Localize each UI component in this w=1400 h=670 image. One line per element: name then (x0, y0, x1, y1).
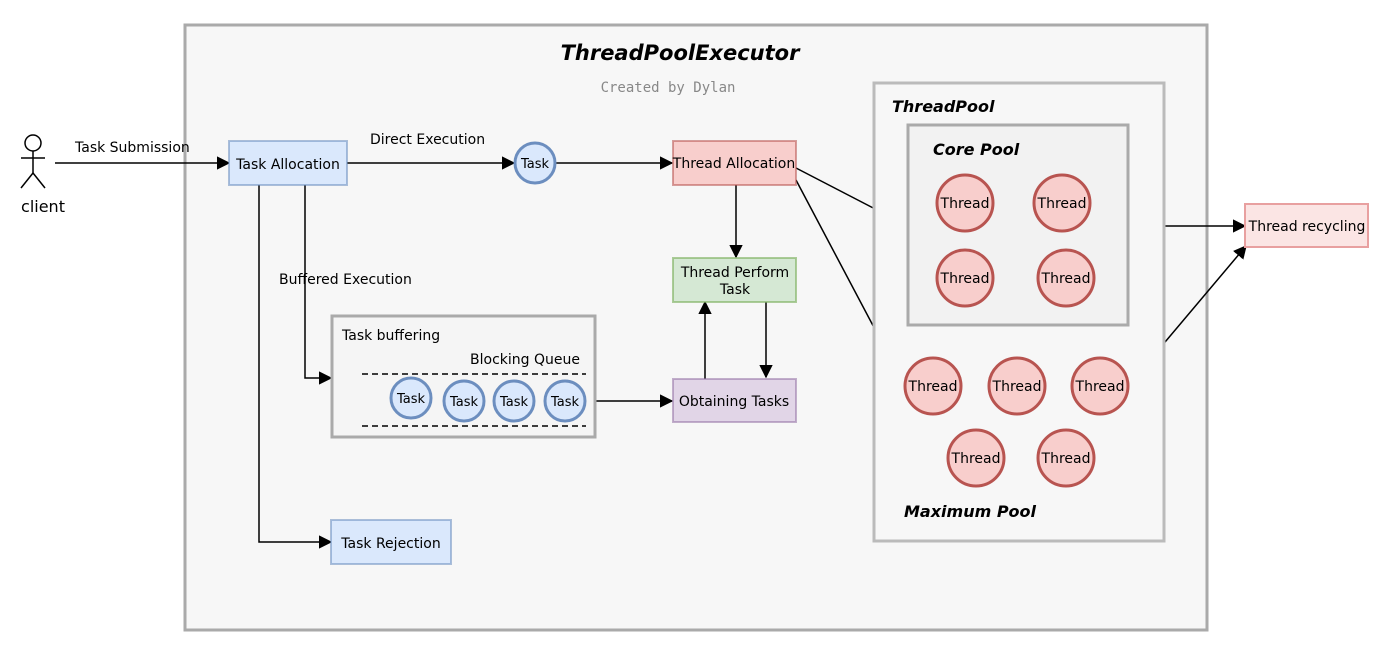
task-rejection-label: Task Rejection (340, 536, 440, 552)
task-allocation-box (228, 140, 348, 186)
client-actor-icon (20, 134, 46, 189)
thread-perform-task-label-line1: Thread Perform (680, 265, 789, 281)
task-rejection-box (330, 519, 452, 565)
queue-task-circle-4 (543, 379, 587, 423)
edge-task-rejection (258, 185, 333, 549)
maximum-pool-title: Maximum Pool (904, 502, 1037, 521)
edge-label-buffered-execution: Buffered Execution (279, 272, 412, 288)
core-thread-label-3: Thread (940, 271, 990, 287)
core-thread-circle-3 (935, 248, 995, 308)
obtaining-tasks-label: Obtaining Tasks (679, 394, 789, 410)
max-thread-label-4: Thread (951, 451, 1001, 467)
task-buffering-title: Task buffering (341, 328, 440, 344)
core-thread-circle-1 (935, 173, 995, 233)
queue-task-circle-3 (492, 379, 536, 423)
edge-buffered-execution (304, 185, 333, 385)
queue-task-circle-2 (442, 379, 486, 423)
page-title: ThreadPoolExecutor (561, 41, 802, 65)
core-thread-label-1: Thread (940, 196, 990, 212)
max-thread-label-5: Thread (1041, 451, 1091, 467)
task-allocation-label: Task Allocation (235, 157, 340, 173)
thread-recycling-box (1244, 203, 1369, 248)
max-thread-circle-4 (946, 428, 1006, 488)
queue-task-circle-1 (389, 376, 433, 420)
max-thread-circle-5 (1036, 428, 1096, 488)
queue-task-label-3: Task (499, 395, 529, 410)
edge-label-direct-execution: Direct Execution (370, 132, 485, 148)
thread-perform-task-label-line2: Task (719, 282, 751, 298)
queue-task-label-2: Task (449, 395, 479, 410)
thread-pool-title: ThreadPool (892, 97, 995, 116)
core-thread-circle-2 (1032, 173, 1092, 233)
max-thread-label-1: Thread (908, 379, 958, 395)
thread-recycling-label: Thread recycling (1248, 219, 1366, 235)
blocking-queue-label: Blocking Queue (470, 352, 580, 368)
queue-task-label-4: Task (550, 395, 580, 410)
core-thread-circle-4 (1036, 248, 1096, 308)
thread-allocation-label: Thread Allocation (672, 156, 795, 172)
max-thread-label-3: Thread (1075, 379, 1125, 395)
core-thread-label-2: Thread (1037, 196, 1087, 212)
direct-task-circle (513, 141, 557, 185)
max-thread-circle-2 (987, 356, 1047, 416)
max-thread-circle-1 (903, 356, 963, 416)
obtaining-tasks-box (672, 378, 797, 423)
client-label: client (21, 197, 65, 216)
core-pool-title: Core Pool (933, 140, 1020, 159)
max-thread-label-2: Thread (992, 379, 1042, 395)
max-thread-circle-3 (1070, 356, 1130, 416)
edge-label-task-submission: Task Submission (74, 140, 190, 156)
queue-task-label-1: Task (396, 392, 426, 407)
core-thread-label-4: Thread (1041, 271, 1091, 287)
thread-perform-task-box (672, 257, 797, 303)
thread-allocation-box (672, 140, 797, 186)
queue-tasks: Task Task Task Task (389, 376, 587, 423)
direct-task-label: Task (520, 157, 550, 172)
page-subtitle: Created by Dylan (601, 80, 736, 96)
